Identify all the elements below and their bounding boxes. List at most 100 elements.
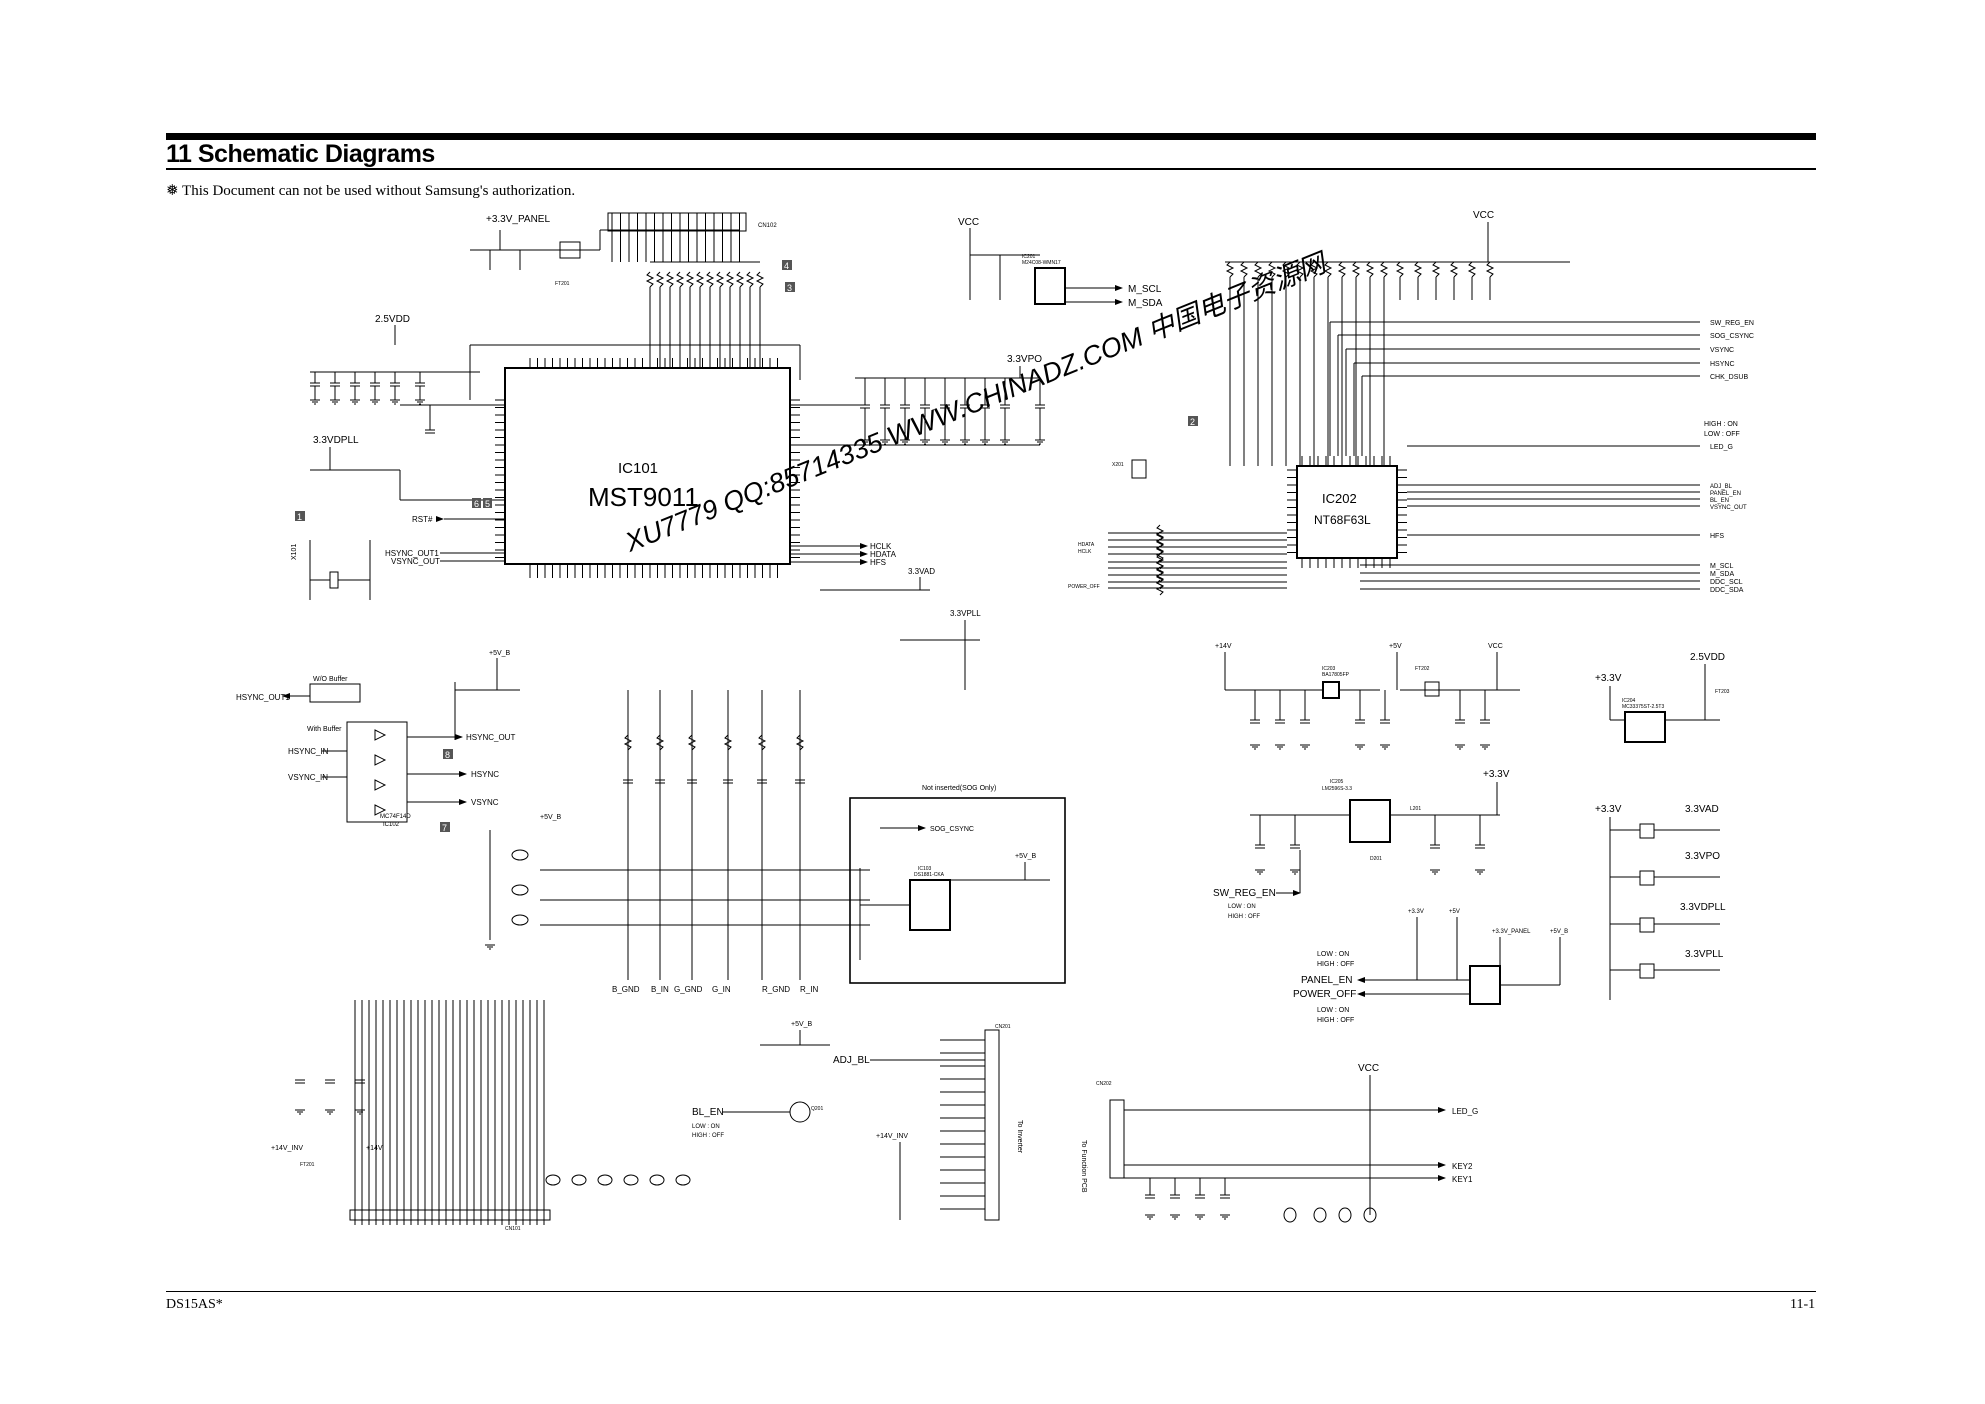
rail-3v3dpll: 3.3VDPLL <box>313 435 359 446</box>
l201-label: L201 <box>1410 806 1421 812</box>
note-low-on-psu: LOW : ON <box>1228 904 1256 910</box>
signal-hsync-out1: HSYNC_OUT1 <box>385 549 439 558</box>
ic101-part: MST9011 <box>588 482 699 512</box>
rail-vcc-psu: VCC <box>1488 643 1503 650</box>
power-supply-block: +14V +5V VCC IC203 BA17805FP FT202 +3.3V… <box>1213 643 1520 920</box>
label-to-function-pcb: To Function PCB <box>1080 1140 1087 1193</box>
rail-5vb-sync: +5V_B <box>489 650 511 657</box>
cn101-label: CN101 <box>505 1226 521 1232</box>
ic103-chip <box>909 879 951 931</box>
signal-g-in: G_IN <box>712 985 731 994</box>
rail-14v-cn101: +14V <box>366 1145 383 1152</box>
vdd25-block: 2.5VDD <box>310 314 505 434</box>
signal-panel-en-block: PANEL_EN <box>1301 975 1353 986</box>
marker-8-text: 8 <box>445 750 450 760</box>
ic102-buffer <box>346 721 408 823</box>
ic202-part: NT68F63L <box>1314 513 1371 527</box>
label-to-inverter: To Inverter <box>1016 1120 1023 1154</box>
mcu-signal-bus <box>1329 321 1700 590</box>
rail-3v3-psu: +3.3V <box>1483 769 1510 780</box>
marker-7-text: 7 <box>442 823 447 833</box>
transistor-q201 <box>789 1101 811 1123</box>
note-low-off: LOW : OFF <box>1704 431 1740 438</box>
marker-3-text: 3 <box>787 283 792 293</box>
rail-14v-inv-bl: +14V_INV <box>876 1133 908 1140</box>
marker-1-text: 1 <box>297 512 302 522</box>
rail-2v5vdd-right: 2.5VDD <box>1690 652 1725 663</box>
signal-power-off-mcu: POWER_OFF <box>1068 584 1100 590</box>
signal-hsync-in: HSYNC_IN <box>288 747 329 756</box>
signal-hsync: HSYNC <box>1710 361 1735 368</box>
signal-m-scl: M_SCL <box>1710 563 1733 570</box>
connector-cn201 <box>984 1029 1000 1221</box>
sog-only-box: Not inserted(SOG Only) SOG_CSYNC IC103 D… <box>849 785 1066 984</box>
x201-label: X201 <box>1112 462 1124 468</box>
marker-6-text: 6 <box>474 499 479 509</box>
signal-sog-csync: SOG_CSYNC <box>1710 333 1754 340</box>
note-low-on-bl: LOW : ON <box>692 1124 720 1130</box>
rail-vcc-eeprom: VCC <box>958 217 979 228</box>
ic101-ref: IC101 <box>618 460 658 477</box>
signal-adj-bl: ADJ_BL <box>1710 484 1733 490</box>
signal-vsync-buffer: VSYNC <box>471 798 499 807</box>
signal-b-gnd: B_GND <box>612 985 640 994</box>
rail-3v3pll-ic: 3.3VPLL <box>950 609 981 618</box>
note-wo-buffer: W/O Buffer <box>313 676 348 683</box>
signal-vsync: VSYNC <box>1710 347 1734 354</box>
rail-3v3dpll-right: 3.3VDPLL <box>1680 902 1726 913</box>
signal-hfs-ic101: HFS <box>870 558 886 567</box>
ic203-regulator <box>1322 681 1340 699</box>
ic202-chip: VCC IC202 NT68F63L <box>1225 210 1570 568</box>
ic201-part: M24C08-WMN17 <box>1022 260 1061 266</box>
signal-m-sda-eeprom: M_SDA <box>1128 298 1163 309</box>
signal-sw-reg-en-psu: SW_REG_EN <box>1213 888 1276 899</box>
signal-r-gnd: R_GND <box>762 985 790 994</box>
signal-hsync-buffer: HSYNC <box>471 770 499 779</box>
signal-hclk: HCLK <box>870 542 892 551</box>
ic103-part: DS1881-CKA <box>914 872 945 878</box>
rail-5vb-sog: +5V_B <box>1015 853 1037 860</box>
vdpll-block: 3.3VDPLL <box>310 435 505 501</box>
note-high-off-power: HIGH : OFF <box>1317 1017 1354 1024</box>
ic206-switch <box>1469 965 1501 1005</box>
cn102-label: CN102 <box>758 223 777 229</box>
ft201-label: FT201 <box>555 281 570 287</box>
rgb-input-network: B_GND B_IN G_GND G_IN R_GND R_IN +5V_B <box>485 690 870 994</box>
ic204-regulator <box>1624 711 1666 743</box>
model-number: DS15AS* <box>166 1297 223 1312</box>
crystal-x201 <box>1131 459 1147 479</box>
resistor-bank-ic101 <box>645 261 765 368</box>
signal-hdata: HDATA <box>870 550 897 559</box>
rail-5vb-bl: +5V_B <box>791 1021 813 1028</box>
ic203-part: BA17805FP <box>1322 672 1350 678</box>
signal-chk-dsub: CHK_DSUB <box>1710 374 1748 381</box>
rail-5v: +5V <box>1389 643 1402 650</box>
marker-4-text: 4 <box>784 261 789 271</box>
right-regulator-column: 2.5VDD +3.3V IC204 MC33375ST-2.5T3 FT203… <box>1595 652 1730 1000</box>
panel-enable-block: +3.3V +5V +3.3V_PANEL +5V_B LOW : ON HIG… <box>1293 909 1568 1024</box>
signal-bl-en: BL_EN <box>1710 498 1729 504</box>
x101-label: X101 <box>291 544 298 560</box>
connector-cn202 <box>1109 1099 1125 1179</box>
signal-bl-en-inverter: BL_EN <box>692 1107 724 1118</box>
ic205-regulator <box>1349 799 1391 843</box>
signal-r-in: R_IN <box>800 985 818 994</box>
rail-5v-panel-en: +5V <box>1449 909 1460 915</box>
signal-vsync-out: VSYNC_OUT <box>1710 505 1747 511</box>
signal-sw-reg-en: SW_REG_EN <box>1710 320 1754 327</box>
function-pcb-block: CN202 To Function PCB VCC LED_G KEY2 KEY… <box>1080 1063 1478 1223</box>
signal-hsync-out: HSYNC_OUT <box>466 733 515 742</box>
rail-5vb-panel-out: +5V_B <box>1550 929 1568 935</box>
backlight-control-block: +5V_B ADJ_BL BL_EN Q201 LOW : ON HIGH : … <box>692 1021 1023 1221</box>
page-number: 11-1 <box>1790 1297 1816 1312</box>
header-rule <box>166 133 1816 140</box>
ic202-ref: IC202 <box>1322 491 1357 506</box>
ic201-ref: IC201 <box>1022 254 1036 260</box>
q201-label: Q201 <box>811 1106 823 1112</box>
signal-sog-csync-box: SOG_CSYNC <box>930 826 974 833</box>
signal-hdata-mcu: HDATA <box>1078 542 1095 548</box>
marker-2-text: 2 <box>1190 417 1195 427</box>
signal-ddc-sda: DDC_SDA <box>1710 587 1744 594</box>
footer-rule <box>166 1291 1816 1292</box>
